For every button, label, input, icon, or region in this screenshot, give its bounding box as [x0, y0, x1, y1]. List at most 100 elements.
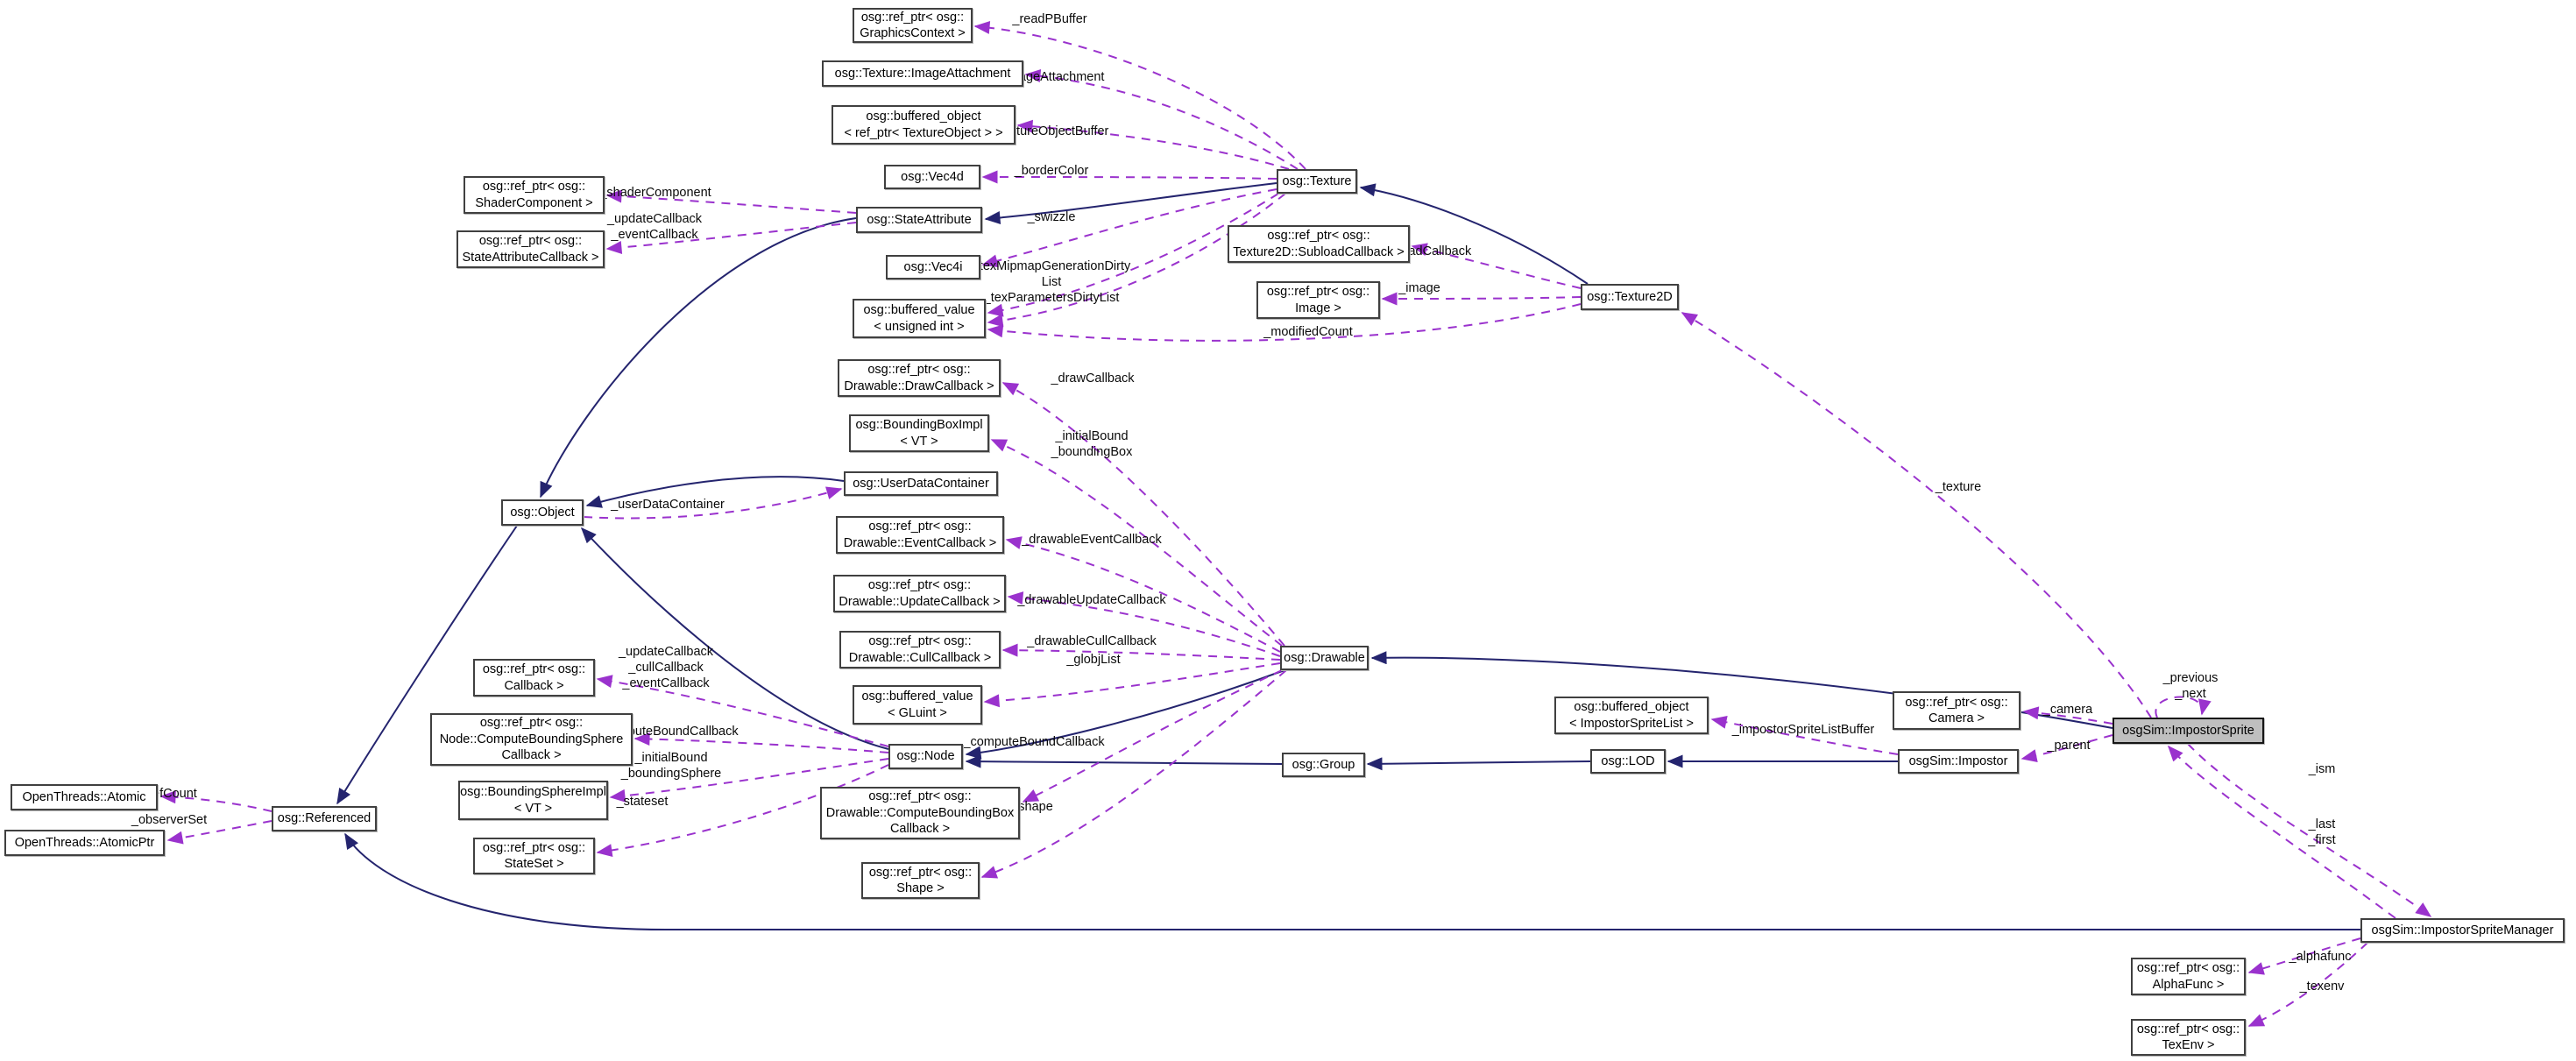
class-node-computeboundingbox_cb[interactable]: osg::ref_ptr< osg:: Drawable::ComputeBou… [820, 787, 1020, 839]
class-node-referenced[interactable]: osg::Referenced [272, 806, 377, 831]
edge-label-node-callback: _updateCallback _cullCallback _eventCall… [618, 645, 714, 690]
edge-texture2d-subloadcb [1411, 243, 1582, 289]
class-node-manager[interactable]: osgSim::ImpostorSpriteManager [2360, 918, 2565, 943]
edge-drawable-eventcallback [1005, 536, 1281, 653]
class-node-vec4i[interactable]: osg::Vec4i [886, 255, 980, 279]
edge-texture-graphicscontext [973, 20, 1306, 170]
edge-label-drawable-eventcallback: _drawableEventCallback [1022, 533, 1162, 547]
edge-texture-imageattachment [1024, 69, 1299, 170]
edge-label-impostorsprite-impostor: _parent [2047, 739, 2091, 753]
edge-userdatacontainer-object [585, 476, 845, 508]
edge-label-impostorsprite-impostorsprite: _previous _next [2162, 671, 2219, 701]
class-node-subloadcb[interactable]: osg::ref_ptr< osg:: Texture2D::SubloadCa… [1228, 225, 1410, 263]
class-node-vec4d[interactable]: osg::Vec4d [884, 165, 980, 189]
edge-label-stateattribute-sacallback: _updateCallback _eventCallback [606, 212, 703, 242]
class-node-ot_atomic[interactable]: OpenThreads::Atomic [11, 784, 158, 810]
class-node-impostorsprite: osgSim::ImpostorSprite [2112, 718, 2264, 744]
edge-group-node [965, 754, 1283, 768]
edge-lod-group [1366, 757, 1591, 771]
edge-impostorsprite-texture2d [1681, 312, 2152, 718]
class-node-boundingboximpl[interactable]: osg::BoundingBoxImpl < VT > [849, 414, 989, 452]
edge-stateattribute-object [540, 217, 857, 499]
class-node-node[interactable]: osg::Node [888, 744, 963, 769]
edge-label-drawable-boundingboximpl: _initialBound _boundingBox [1051, 429, 1133, 459]
class-node-texture2d[interactable]: osg::Texture2D [1581, 284, 1679, 310]
edge-label-impostorsprite-cameraref: _camera [2042, 703, 2093, 717]
class-node-object[interactable]: osg::Object [501, 499, 584, 526]
class-node-callback[interactable]: osg::ref_ptr< osg:: Callback > [473, 659, 595, 697]
class-node-alphafuncref[interactable]: osg::ref_ptr< osg:: AlphaFunc > [2131, 958, 2246, 995]
edge-label-texture2d-imageref: _image [1398, 281, 1440, 295]
edge-drawable-updatecallback [1007, 591, 1281, 657]
edge-texture2d-buffered_uint [987, 303, 1582, 342]
edge-texture-vec4d [981, 170, 1277, 184]
class-node-cameraref[interactable]: osg::ref_ptr< osg:: Camera > [1893, 691, 2020, 730]
edge-node-callback [596, 675, 889, 747]
edge-node-computeboundsphere_cb [633, 732, 889, 753]
edge-label-node-boundingsphereimpl: _initialBound _boundingSphere [620, 751, 722, 781]
edge-drawable-computeboundingbox_cb [1022, 669, 1283, 803]
edge-texture2d-texture [1359, 183, 1589, 285]
edge-texture-vec4i [981, 188, 1277, 268]
edge-stateattribute-sacallback [605, 222, 857, 254]
edge-label-drawable-drawcallback: _drawCallback [1051, 371, 1135, 385]
edge-manager-referenced [344, 832, 2360, 930]
class-node-updatecallback[interactable]: osg::ref_ptr< osg:: Drawable::UpdateCall… [833, 575, 1006, 612]
edge-label-manager-texenvref: _texenv [2299, 980, 2345, 994]
class-node-texture[interactable]: osg::Texture [1277, 169, 1357, 194]
class-node-computeboundsphere_cb[interactable]: osg::ref_ptr< osg:: Node::ComputeBoundin… [430, 713, 633, 766]
class-node-buffered_uint[interactable]: osg::buffered_value < unsigned int > [853, 299, 986, 338]
class-node-sacallback[interactable]: osg::ref_ptr< osg:: StateAttributeCallba… [456, 230, 605, 268]
class-node-graphicscontext[interactable]: osg::ref_ptr< osg:: GraphicsContext > [853, 8, 973, 43]
edge-label-texture-vec4i: _swizzle [1027, 210, 1076, 224]
class-node-shadercomp[interactable]: osg::ref_ptr< osg:: ShaderComponent > [464, 176, 605, 214]
edge-label-object-userdatacontainer: _userDataContainer [611, 498, 725, 512]
class-node-imageref[interactable]: osg::ref_ptr< osg:: Image > [1256, 281, 1380, 319]
edge-label-impostorsprite-manager: _ism [2308, 762, 2336, 776]
class-node-drawable[interactable]: osg::Drawable [1280, 646, 1369, 670]
class-node-impostor[interactable]: osgSim::Impostor [1898, 749, 2019, 774]
class-node-statesetref[interactable]: osg::ref_ptr< osg:: StateSet > [473, 838, 595, 874]
class-node-shaperef[interactable]: osg::ref_ptr< osg:: Shape > [861, 862, 980, 899]
class-node-imageattachment[interactable]: osg::Texture::ImageAttachment [822, 60, 1023, 87]
class-node-group[interactable]: osg::Group [1282, 753, 1365, 777]
class-node-texenvref[interactable]: osg::ref_ptr< osg:: TexEnv > [2131, 1019, 2246, 1056]
class-node-userdatacontainer[interactable]: osg::UserDataContainer [844, 471, 998, 496]
edge-drawable-node [965, 669, 1285, 760]
class-node-cullcallback[interactable]: osg::ref_ptr< osg:: Drawable::CullCallba… [839, 631, 1001, 668]
class-node-ot_atomicptr[interactable]: OpenThreads::AtomicPtr [4, 830, 165, 856]
edge-impostorsprite-impostorsprite [2155, 696, 2212, 718]
class-node-lod[interactable]: osg::LOD [1590, 749, 1666, 774]
edge-label-impostorsprite-texture2d: _texture [1935, 480, 1982, 494]
edge-object-userdatacontainer [583, 486, 843, 520]
edge-texture-stateattribute [984, 182, 1277, 224]
edge-object-referenced [336, 525, 518, 805]
edge-label-texture2d-buffered_uint: _modifiedCount [1263, 325, 1353, 339]
edge-label-node-statesetref: _stateset [616, 795, 669, 809]
edge-manager-texenvref [2247, 942, 2368, 1027]
edge-referenced-ot_atomic [159, 790, 272, 812]
edge-label-texture-graphicscontext: _readPBuffer [1012, 12, 1087, 26]
edge-stateattribute-shadercomp [605, 189, 857, 214]
edge-label-drawable-updatecallback: _drawableUpdateCallback [1017, 593, 1166, 607]
edge-impostorsprite-cameraref [2022, 706, 2113, 725]
edge-node-boundingsphereimpl [609, 758, 889, 803]
edge-label-texture-vec4d: _borderColor [1014, 164, 1089, 178]
class-node-drawcallback[interactable]: osg::ref_ptr< osg:: Drawable::DrawCallba… [838, 359, 1001, 397]
class-node-boundingsphereimpl[interactable]: osg::BoundingSphereImpl < VT > [458, 781, 608, 820]
edge-manager-alphafuncref [2247, 937, 2361, 975]
class-node-eventcallback[interactable]: osg::ref_ptr< osg:: Drawable::EventCallb… [836, 516, 1004, 554]
class-node-buffered_gluint[interactable]: osg::buffered_value < GLuint > [853, 685, 982, 725]
edge-referenced-ot_atomicptr [166, 820, 272, 845]
class-node-stateattribute[interactable]: osg::StateAttribute [856, 207, 982, 233]
class-node-textureobjbuf[interactable]: osg::buffered_object < ref_ptr< TextureO… [832, 105, 1016, 145]
class-node-buffered_isl[interactable]: osg::buffered_object < ImpostorSpriteLis… [1554, 697, 1709, 734]
edge-label-texture-buffered_uint: _texMipmapGenerationDirty List _texParam… [972, 259, 1131, 305]
edge-label-manager-impostorsprite: _last _first [2308, 817, 2336, 847]
edge-impostorsprite-impostor [2020, 734, 2113, 762]
edge-drawable-boundingboximpl [990, 439, 1283, 647]
edge-label-texture-textureobjbuf: _textureObjectBuffer [992, 124, 1109, 138]
edge-label-stateattribute-shadercomp: _shaderComponent [599, 186, 711, 200]
